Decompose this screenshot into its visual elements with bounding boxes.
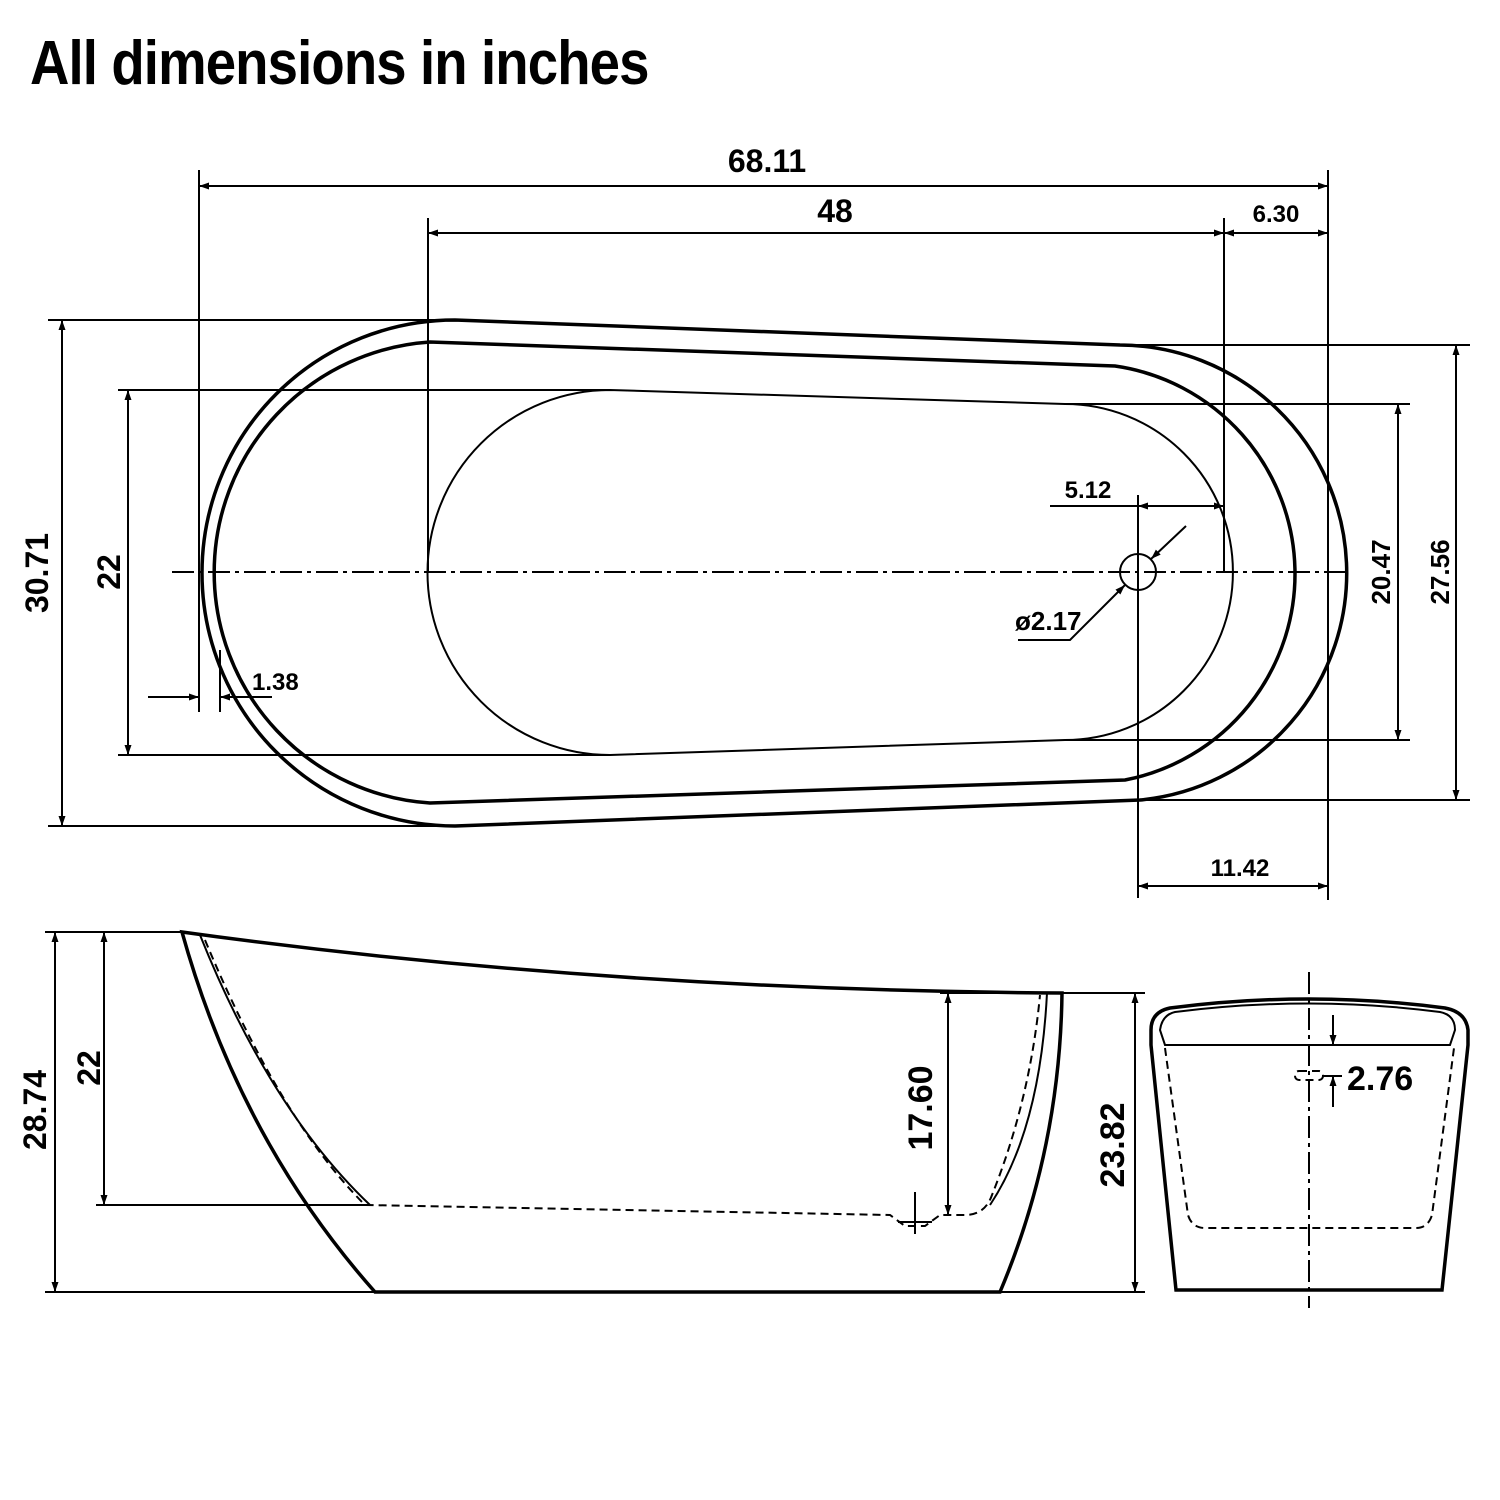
side-basin-dashed [204, 939, 1041, 1227]
dim-right-offset: 6.30 [1253, 201, 1300, 228]
side-inner-rim-right [989, 992, 1048, 1206]
side-outline [179, 929, 1064, 1294]
dim-overall-height: 28.74 [17, 1070, 53, 1150]
extension-lines [48, 170, 1470, 900]
dim-basin-width: 22 [91, 554, 127, 590]
dim-drain-offset: 5.12 [1065, 477, 1112, 504]
dim-rim-thickness: 1.38 [252, 669, 299, 696]
end-outline [1149, 997, 1470, 1292]
dim-right-width: 27.56 [1425, 539, 1455, 604]
page-title: All dimensions in inches [30, 29, 649, 98]
dim-overflow-height: 2.76 [1347, 1060, 1413, 1098]
dim-drain-diameter: ø2.17 [1015, 606, 1082, 636]
dim-basin-length: 48 [817, 193, 853, 229]
end-view: 2.76 [1149, 972, 1470, 1308]
side-inner-rim [199, 934, 371, 1206]
end-basin-dashed [1164, 1047, 1455, 1229]
tub-rim-inner-outline [212, 340, 1297, 805]
end-rim [1158, 1002, 1457, 1046]
dim-overall-width: 30.71 [19, 533, 55, 613]
side-extension-lines [45, 931, 1145, 1293]
top-view-labels: 68.11 48 6.30 30.71 22 20.47 27.56 5.12 … [19, 143, 1455, 882]
side-view: 28.74 22 17.60 23.82 [17, 929, 1145, 1294]
dim-basin-depth: 22 [71, 1050, 107, 1086]
dim-low-end-height: 23.82 [1094, 1102, 1132, 1187]
side-dimension-lines [51, 932, 1139, 1292]
dim-overall-length: 68.11 [728, 143, 806, 179]
dim-low-end-depth: 17.60 [902, 1065, 940, 1150]
dim-right-basin-width: 20.47 [1366, 539, 1396, 604]
dimension-lines [58, 182, 1460, 890]
top-view: 68.11 48 6.30 30.71 22 20.47 27.56 5.12 … [19, 143, 1470, 900]
dim-drain-to-end: 11.42 [1211, 855, 1270, 882]
